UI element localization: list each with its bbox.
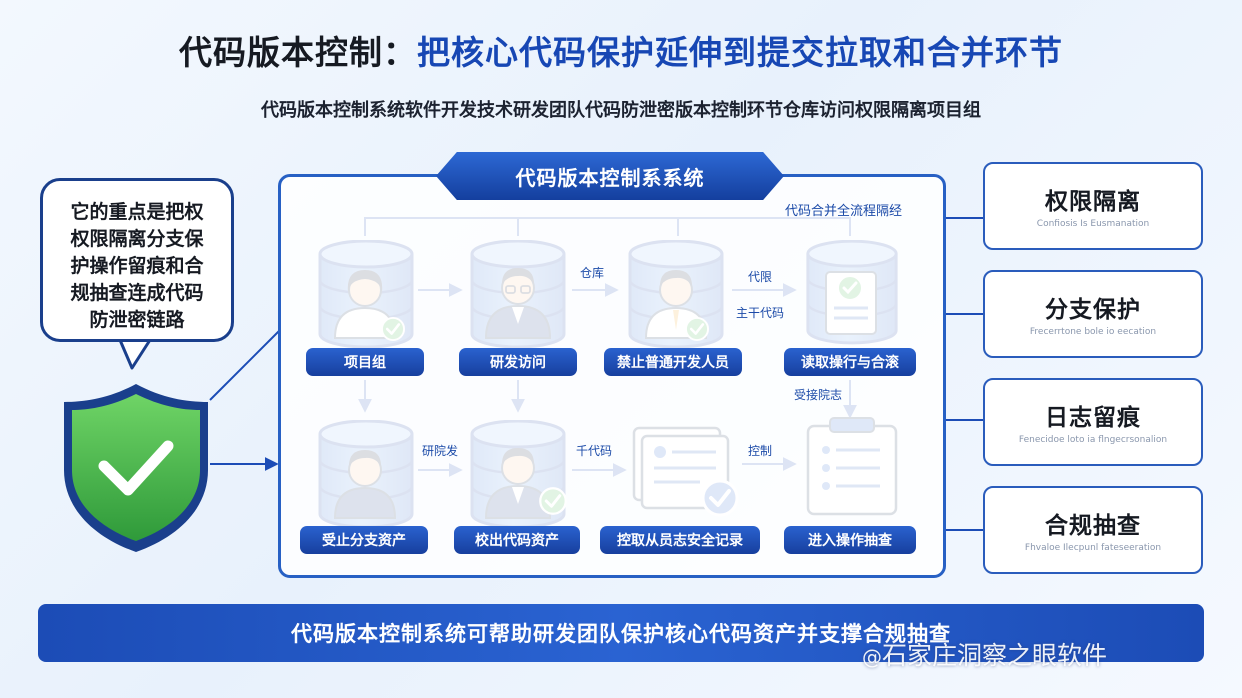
shield-check-icon	[64, 384, 208, 552]
edge-label-trunk: 主干代码	[736, 306, 785, 320]
watermark-at: @	[862, 645, 882, 669]
watermark-text: 石家庄洞察之眼软件	[882, 641, 1108, 670]
side-card-title: 日志留痕	[1045, 405, 1141, 431]
side-card-title: 权限隔离	[1045, 189, 1141, 215]
node-label-project-group: 项目组	[306, 348, 424, 376]
title-part-1: 代码版本控制：	[179, 33, 417, 72]
edge-label-control: 控制	[748, 444, 773, 458]
side-card-branch-protection: 分支保护 Frecerrtone bole io eecation	[983, 270, 1203, 358]
side-card-subtitle: Confiosis Is Eusmanation	[1036, 219, 1150, 229]
edge-label-rd: 研院发	[422, 444, 459, 458]
callout-line-1: 它的重点是把权	[70, 201, 204, 223]
system-panel	[278, 174, 946, 578]
bottom-banner: 代码版本控制系统可帮助研发团队保护核心代码资产并支撑合规抽查	[38, 604, 1204, 662]
node-label-branch-asset: 受止分支资产	[300, 526, 428, 554]
side-card-subtitle: Frecerrtone bole io eecation	[1029, 327, 1157, 337]
side-card-title: 合规抽查	[1045, 513, 1141, 539]
node-label-read-merge: 读取操行与合滚	[784, 348, 916, 376]
callout-line-5: 防泄密链路	[89, 309, 185, 331]
side-card-compliance-audit: 合规抽查 Fhvaloe Ilecpunl fateseeration	[983, 486, 1203, 574]
node-label-security-log: 控取从员志安全记录	[600, 526, 760, 554]
flow-note: 代码合并全流程隔经	[785, 204, 903, 219]
title-part-2: 把核心代码保护延伸到提交拉取和合并环节	[417, 33, 1063, 72]
side-card-log-trace: 日志留痕 Fenecidoe loto ia flngecrsonalion	[983, 378, 1203, 466]
node-label-restricted-developer: 禁止普通开发人员	[604, 348, 742, 376]
page-title: 代码版本控制：把核心代码保护延伸到提交拉取和合并环节	[0, 26, 1242, 74]
edge-label-limit: 代限	[748, 270, 773, 284]
callout-line-3: 护操作留痕和合	[70, 255, 204, 277]
callout-bubble: 它的重点是把权 权限隔离分支保 护操作留痕和合 规抽查连成代码 防泄密链路	[40, 178, 234, 342]
side-card-subtitle: Fhvaloe Ilecpunl fateseeration	[1024, 543, 1162, 553]
watermark: @石家庄洞察之眼软件	[862, 636, 1107, 672]
edge-label-accept: 受接院志	[794, 388, 843, 402]
callout-tail	[118, 339, 152, 370]
page-subtitle: 代码版本控制系统软件开发技术研发团队代码防泄密版本控制环节仓库访问权限隔离项目组	[261, 100, 981, 121]
node-label-rd-access: 研发访问	[459, 348, 577, 376]
node-label-code-asset: 校出代码资产	[454, 526, 580, 554]
side-card-title: 分支保护	[1045, 297, 1141, 323]
system-header: 代码版本控制系系统	[436, 152, 784, 200]
side-card-permission-isolation: 权限隔离 Confiosis Is Eusmanation	[983, 162, 1203, 250]
node-label-operation-audit: 进入操作抽查	[784, 526, 916, 554]
edge-label-repo: 仓库	[580, 266, 605, 280]
callout-line-2: 权限隔离分支保	[70, 228, 204, 250]
callout-line-4: 规抽查连成代码	[70, 282, 204, 304]
edge-label-code: 千代码	[576, 444, 613, 458]
side-card-subtitle: Fenecidoe loto ia flngecrsonalion	[1018, 435, 1168, 445]
